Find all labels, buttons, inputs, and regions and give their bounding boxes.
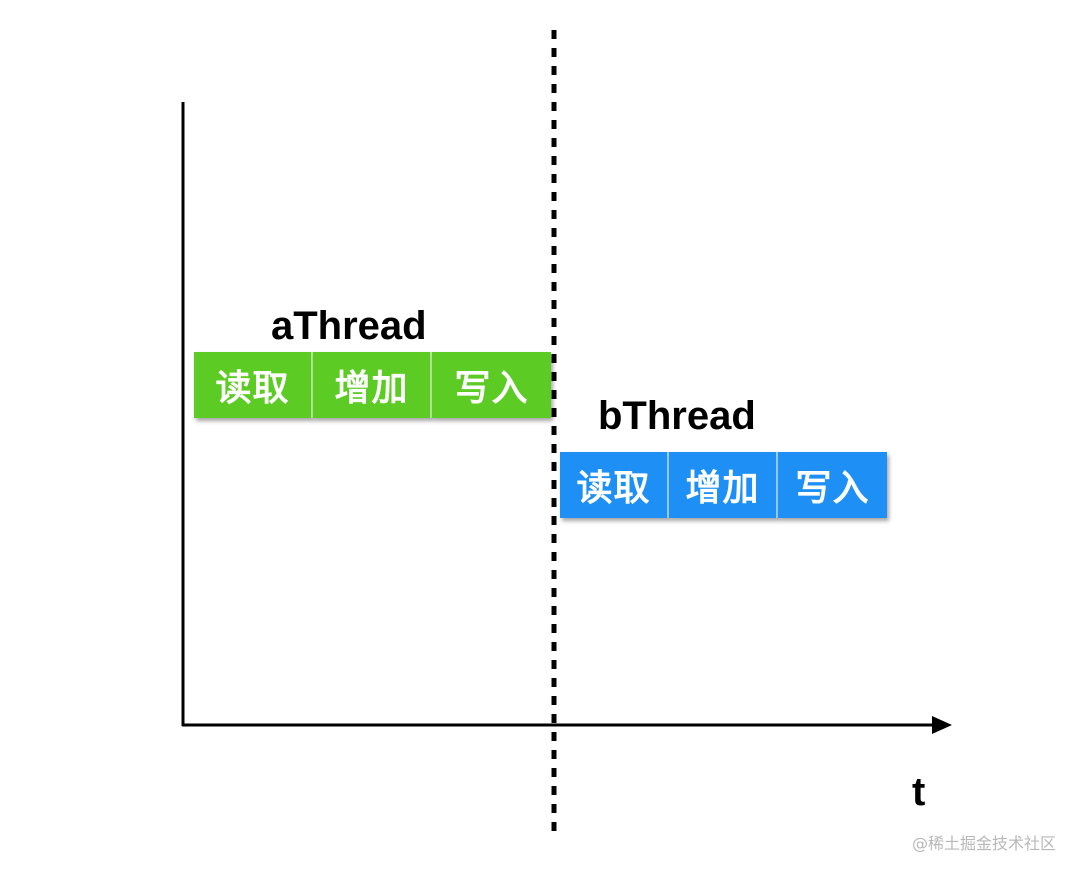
time-axis-label: t	[912, 770, 926, 814]
step-increment-block: 增加	[669, 452, 778, 518]
step-read-block: 读取	[194, 352, 313, 418]
step-read-block: 读取	[560, 452, 669, 518]
thread-a-steps: 读取 增加 写入	[194, 352, 551, 418]
thread-label-b: bThread	[598, 394, 756, 438]
step-write-block: 写入	[778, 452, 887, 518]
thread-b-steps: 读取 增加 写入	[560, 452, 887, 518]
step-write-block: 写入	[432, 352, 551, 418]
x-axis-arrowhead	[932, 716, 952, 734]
step-increment-block: 增加	[313, 352, 432, 418]
watermark: @稀土掘金技术社区	[911, 834, 1056, 853]
thread-label-a: aThread	[271, 304, 427, 348]
